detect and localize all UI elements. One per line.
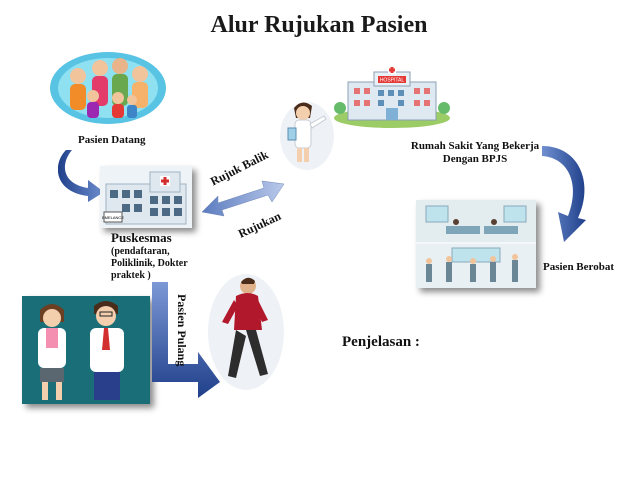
ambulance-sign: EMELANCE [102,215,124,220]
hospital-illustration: HOSPITAL [334,66,450,128]
puskesmas-label: Puskesmas [111,230,172,245]
doctors-illustration [22,296,150,404]
curved-arrow-to-puskesmas [58,148,108,204]
nurse-illustration [280,96,334,170]
pasien-pulang-label: Pasien Pulang [175,294,189,367]
puskesmas-detail-2: Poliklinik, Dokter [111,258,188,269]
treatment-ward-illustration [416,200,536,288]
patients-family-illustration [48,46,168,126]
l-arrow-pasien-pulang [150,280,222,400]
pasien-berobat-label: Pasien Berobat [543,261,614,273]
rumah-sakit-label-1: Rumah Sakit Yang Bekerja [410,140,540,152]
puskesmas-detail-1: (pendaftaran, [111,246,170,257]
penjelasan-heading: Penjelasan : [342,334,420,350]
curved-arrow-to-treatment [540,144,594,244]
walking-man-illustration [208,272,284,390]
rumah-sakit-label-2: Dengan BPJS [442,153,508,165]
pasien-datang-label: Pasien Datang [78,134,146,146]
puskesmas-building-illustration: EMELANCE [100,166,192,228]
page-title: Alur Rujukan Pasien [210,12,428,38]
hospital-sign: HOSPITAL [380,78,405,84]
double-arrow-referral [200,176,286,218]
puskesmas-detail-3: praktek ) [111,270,151,281]
